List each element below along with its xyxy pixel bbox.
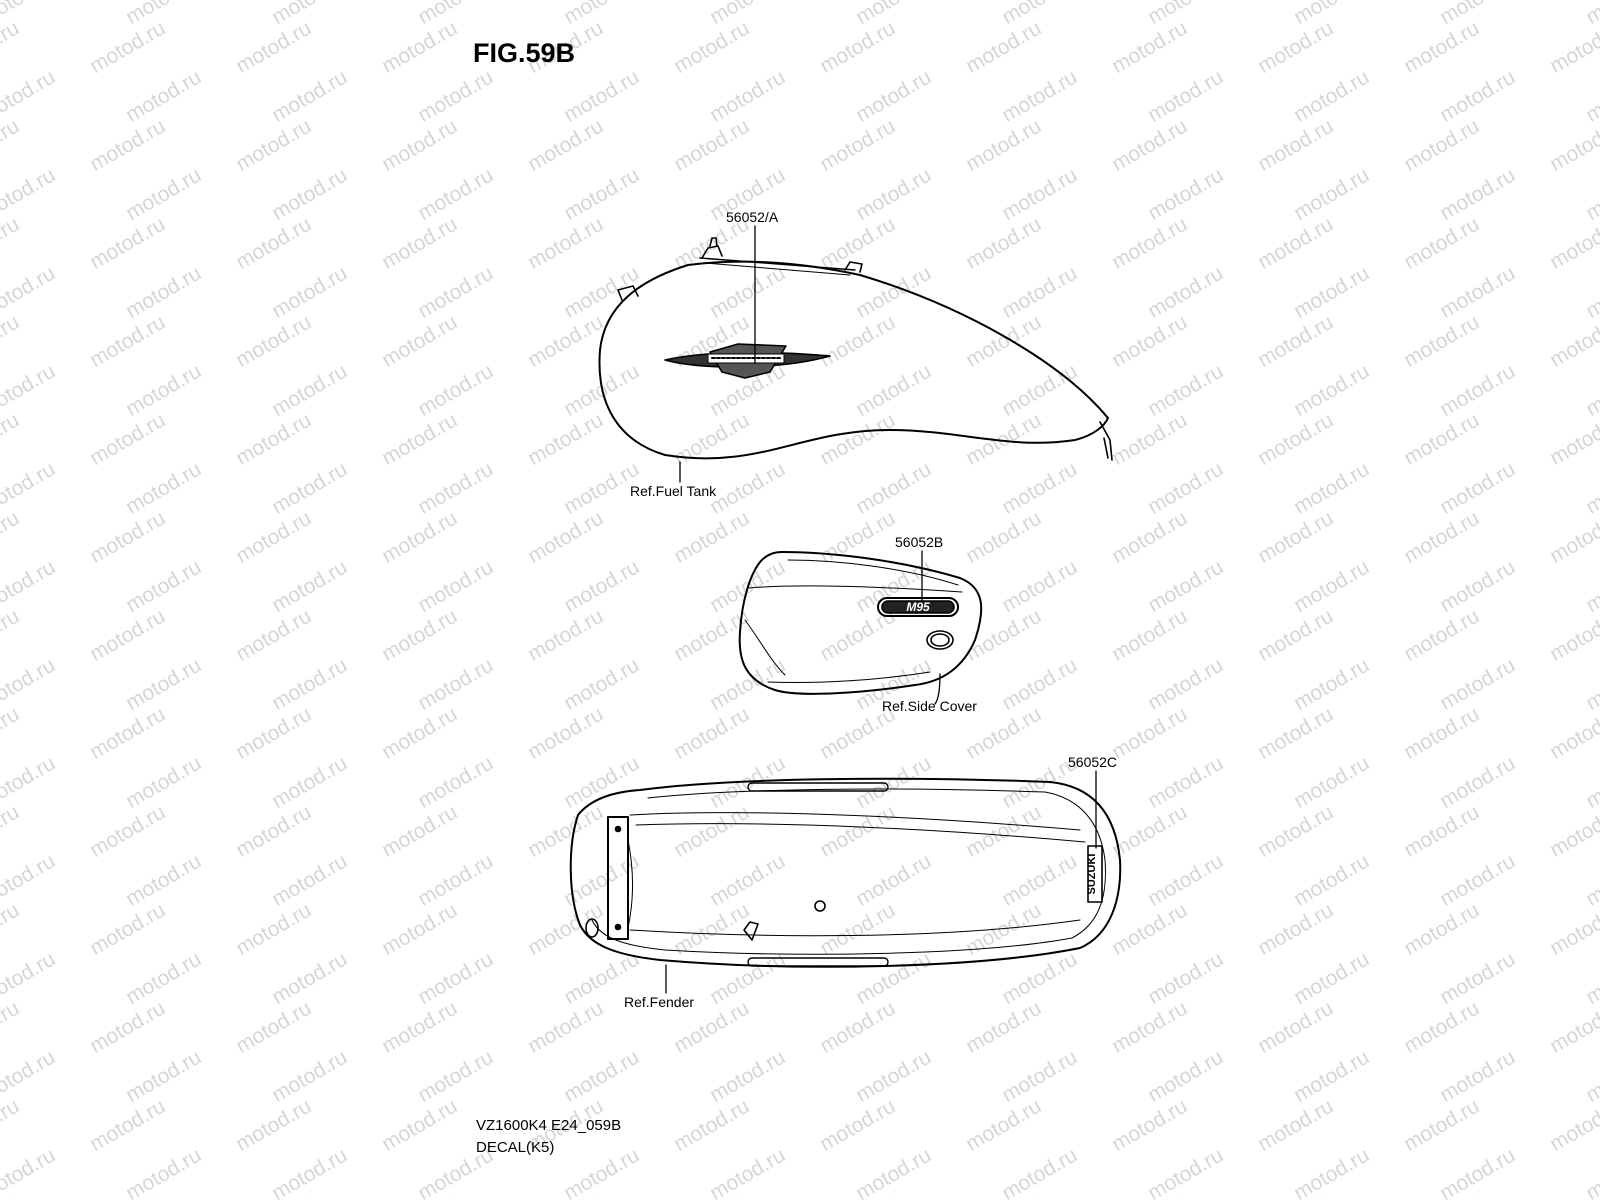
footer-model-code: VZ1600K4 E24_059B [476,1117,622,1134]
figure-title: FIG.59B [473,38,576,68]
fender-brand-decal [1087,845,1103,903]
side-cover-drawing [738,550,983,705]
ref-fender-label: Ref.Fender [624,994,695,1010]
footer-group-name: DECAL(K5) [476,1139,555,1156]
part-number-fender-decal: 56052C [1068,754,1118,770]
fender-brand-text: SUZUKI [1086,854,1098,895]
fender-drawing [569,770,1122,994]
ref-fuel-tank-label: Ref.Fuel Tank [630,483,717,499]
part-number-side-cover-decal: 56052B [895,534,944,550]
tank-emblem [664,343,831,379]
fuel-tank-drawing [598,225,1113,483]
side-cover-badge-text: M95 [906,600,930,614]
part-number-tank-decal: 56052/A [726,209,779,225]
ref-side-cover-label: Ref.Side Cover [882,698,977,714]
side-cover-badge [877,597,959,617]
